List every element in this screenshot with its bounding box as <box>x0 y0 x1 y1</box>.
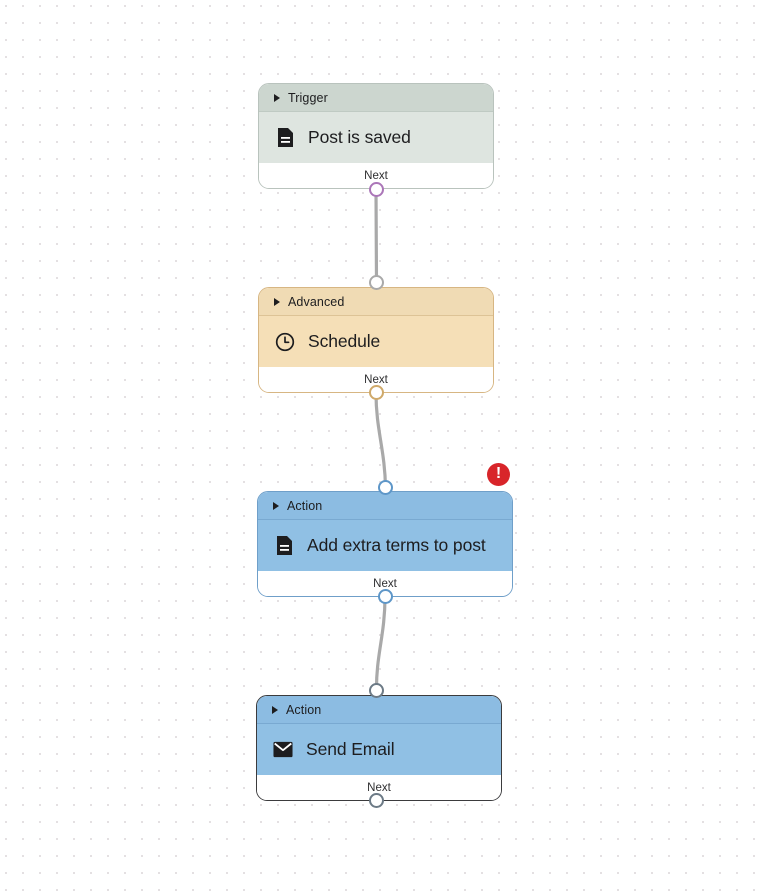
node-footer-label: Next <box>364 373 388 386</box>
clock-icon-glyph <box>275 332 295 351</box>
port-action2-in[interactable] <box>368 682 384 698</box>
port-action2-out[interactable] <box>368 792 384 808</box>
connector-edge-action1-to-action2 <box>374 595 387 693</box>
error-exclamation-glyph: ! <box>495 465 502 482</box>
node-category-label: Action <box>287 498 323 513</box>
node-body[interactable]: Add extra terms to post <box>258 520 512 571</box>
node-divider <box>259 315 493 316</box>
disclosure-triangle-icon[interactable] <box>272 705 278 714</box>
disclosure-triangle-icon[interactable] <box>274 297 280 306</box>
error-exclamation-icon[interactable]: ! <box>487 463 510 486</box>
node-divider <box>258 519 512 520</box>
port-action1-in[interactable] <box>377 479 393 495</box>
node-body[interactable]: Post is saved <box>259 112 493 163</box>
node-title: Post is saved <box>308 127 411 147</box>
clock-icon <box>275 331 295 353</box>
node-footer-label: Next <box>367 781 391 794</box>
envelope-icon <box>273 739 293 761</box>
node-body[interactable]: Schedule <box>259 316 493 367</box>
node-divider <box>259 111 493 112</box>
node-body[interactable]: Send Email <box>257 724 501 775</box>
port-advanced-in[interactable] <box>368 274 384 290</box>
node-header[interactable]: Advanced <box>259 288 493 315</box>
disclosure-triangle-icon[interactable] <box>273 501 279 510</box>
envelope-icon-glyph <box>273 741 293 758</box>
node-footer-label: Next <box>373 577 397 590</box>
port-action1-out[interactable] <box>377 588 393 604</box>
node-header[interactable]: Action <box>258 492 512 519</box>
document-icon-glyph <box>277 128 293 147</box>
node-title: Schedule <box>308 331 381 351</box>
node-divider <box>257 723 501 724</box>
node-header[interactable]: Trigger <box>259 84 493 111</box>
node-header[interactable]: Action <box>257 696 501 723</box>
node-category-label: Action <box>286 702 322 717</box>
connector-edge-advanced-to-action1 <box>374 391 388 490</box>
connector-edge-trigger-to-advanced <box>374 188 379 285</box>
disclosure-triangle-icon[interactable] <box>274 93 280 102</box>
node-footer-label: Next <box>364 169 388 182</box>
node-title: Add extra terms to post <box>307 535 486 555</box>
document-icon <box>275 127 295 149</box>
document-icon <box>274 535 294 557</box>
node-category-label: Trigger <box>288 90 328 105</box>
document-icon-glyph <box>276 536 292 555</box>
port-trigger-out[interactable] <box>368 181 384 197</box>
port-advanced-out[interactable] <box>368 384 384 400</box>
node-title: Send Email <box>306 739 395 759</box>
node-category-label: Advanced <box>288 294 345 309</box>
